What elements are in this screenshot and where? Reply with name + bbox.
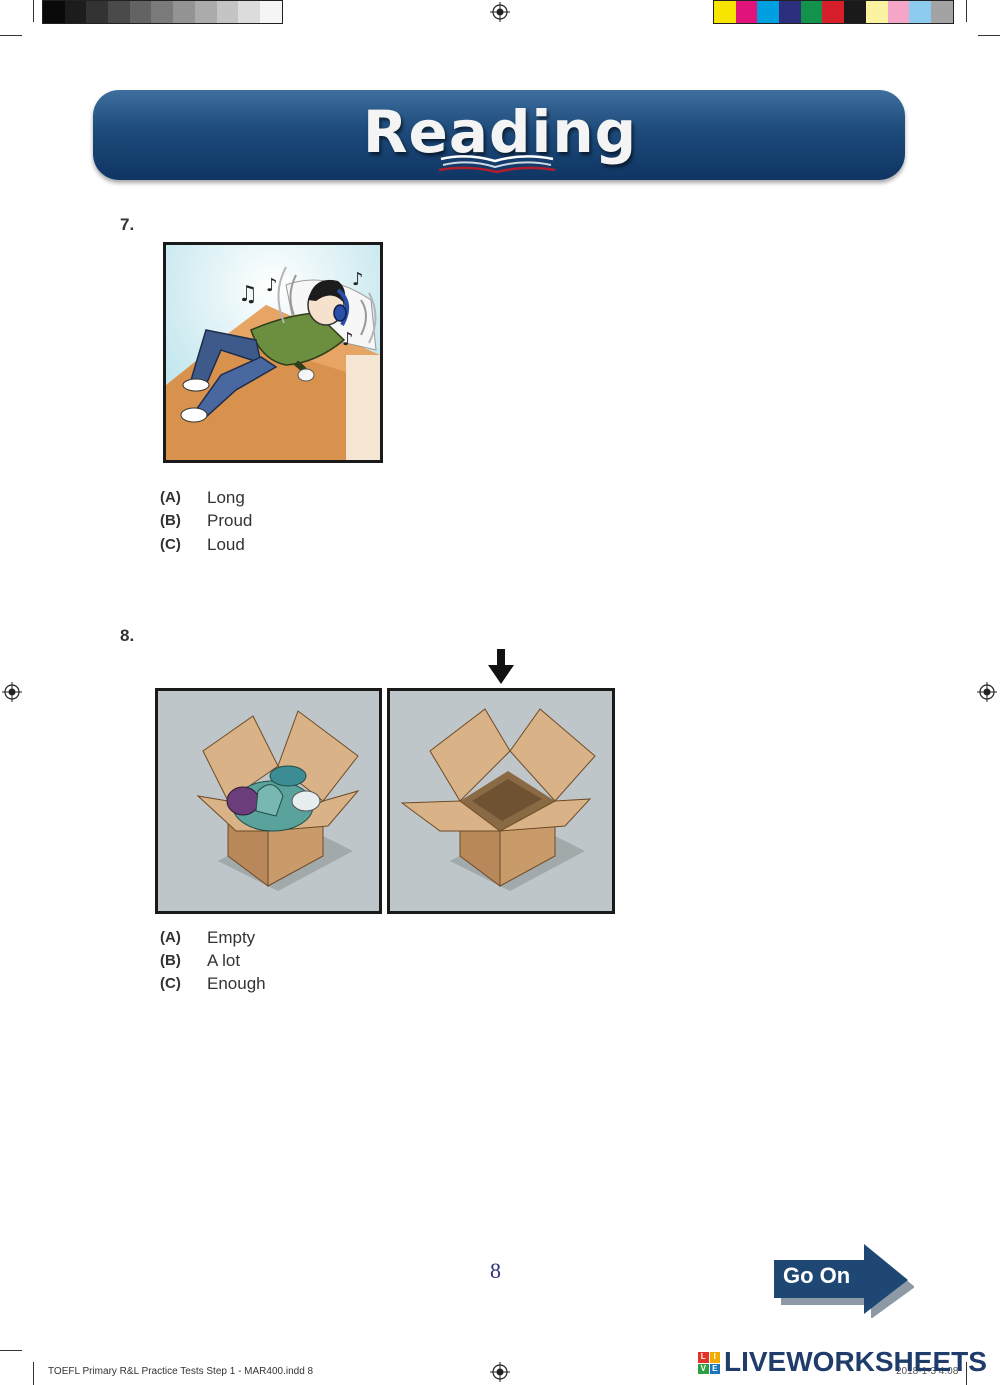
option-text: Long xyxy=(207,488,245,507)
crop-mark xyxy=(33,1362,34,1385)
question-7-image: ♫ ♪ ♪ ♪ xyxy=(163,242,383,463)
svg-text:♪: ♪ xyxy=(352,269,364,290)
option-text: Empty xyxy=(207,928,256,947)
svg-text:♪: ♪ xyxy=(266,275,278,296)
option-letter: (A) xyxy=(160,929,181,946)
option-letter: (C) xyxy=(160,536,181,553)
question-number: 8. xyxy=(120,626,135,645)
crop-mark xyxy=(0,1350,22,1351)
question-number: 7. xyxy=(120,215,135,234)
registration-mark-icon xyxy=(977,682,997,702)
crop-mark xyxy=(978,35,1000,36)
option-letter: (A) xyxy=(160,489,181,506)
go-on-arrow-icon[interactable] xyxy=(772,1244,914,1318)
empty-box-illustration xyxy=(390,691,612,911)
page-number: 8 xyxy=(490,1258,501,1283)
boy-listening-to-headphones-illustration: ♫ ♪ ♪ ♪ xyxy=(166,245,380,460)
registration-mark-icon xyxy=(2,682,22,702)
go-on-label: Go On xyxy=(783,1263,851,1288)
option-letter: (C) xyxy=(160,975,181,992)
down-arrow-icon xyxy=(488,649,514,684)
color-calibration-bar xyxy=(713,0,954,24)
registration-mark-icon xyxy=(490,1362,510,1382)
option-letter: (B) xyxy=(160,512,181,529)
file-name-label: TOEFL Primary R&L Practice Tests Step 1 … xyxy=(48,1366,314,1377)
option-text: Loud xyxy=(207,535,245,554)
grayscale-calibration-bar xyxy=(42,0,283,24)
crop-mark xyxy=(0,35,22,36)
registration-mark-icon xyxy=(490,2,510,22)
question-8-image-empty-box xyxy=(387,688,615,914)
svg-text:♫: ♫ xyxy=(238,282,258,307)
crop-mark xyxy=(966,1362,967,1385)
section-title: Reading xyxy=(362,98,638,166)
question-8-image-full-box xyxy=(155,688,382,914)
box-full-of-clothes-illustration xyxy=(158,691,379,911)
svg-text:♪: ♪ xyxy=(342,329,354,350)
crop-mark xyxy=(966,0,967,22)
open-book-icon xyxy=(438,155,556,174)
brand-watermark: LIVEWORKSHEETS xyxy=(724,1346,987,1377)
option-letter: (B) xyxy=(160,952,181,969)
print-date-label: 2018-1-3 4:08 xyxy=(896,1366,959,1377)
crop-mark xyxy=(33,0,34,22)
option-text: Enough xyxy=(207,974,266,993)
option-text: A lot xyxy=(207,951,241,970)
option-text: Proud xyxy=(207,511,253,530)
